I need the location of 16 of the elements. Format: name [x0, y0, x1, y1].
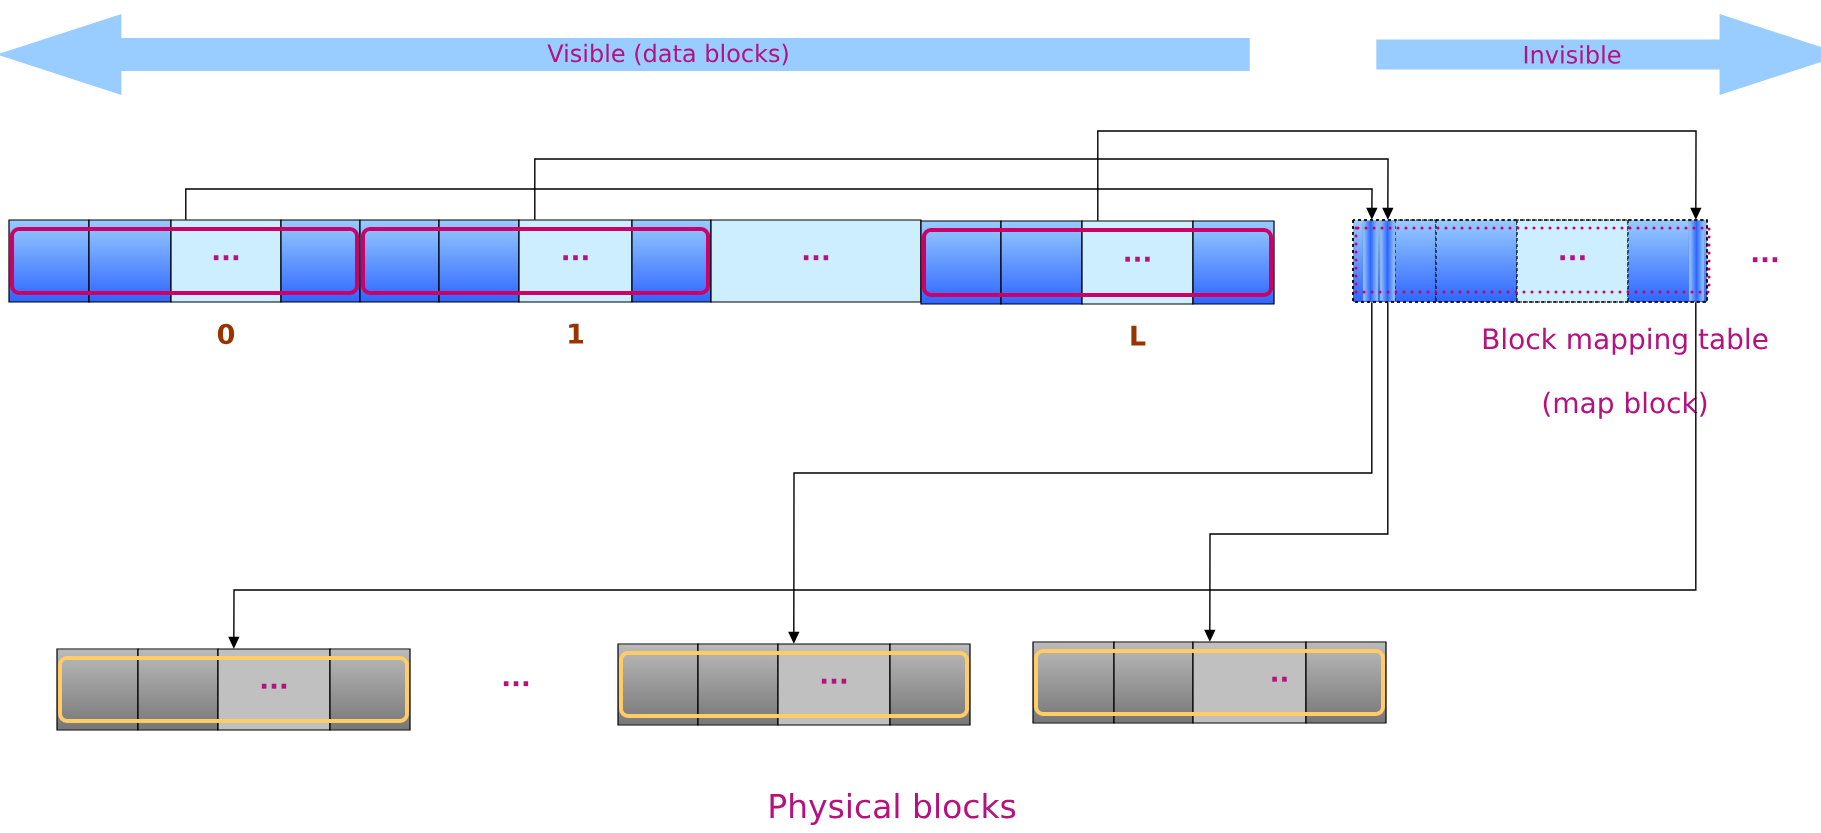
connector-arrow	[534, 158, 1394, 221]
data-block-group: ··· L	[920, 220, 1275, 346]
block-cell: ···	[710, 219, 922, 303]
node-label: 0	[217, 323, 235, 345]
data-block-group: ··· 1	[359, 219, 712, 344]
node-label: L	[1131, 325, 1146, 346]
physical-block-group: ···	[56, 648, 411, 731]
connector-arrow	[1097, 130, 1702, 222]
data-block-group: ··· 0	[8, 219, 361, 345]
node-label: 1	[569, 323, 584, 344]
physical-block-group: ··	[1032, 641, 1387, 724]
ellipsis-mark: ···	[1752, 257, 1778, 263]
ellipsis-mark: ···	[503, 681, 529, 687]
caption-text: Physical blocks	[770, 793, 1016, 825]
physical-block-group: ···	[617, 643, 971, 726]
connector-arrow	[185, 188, 1378, 221]
